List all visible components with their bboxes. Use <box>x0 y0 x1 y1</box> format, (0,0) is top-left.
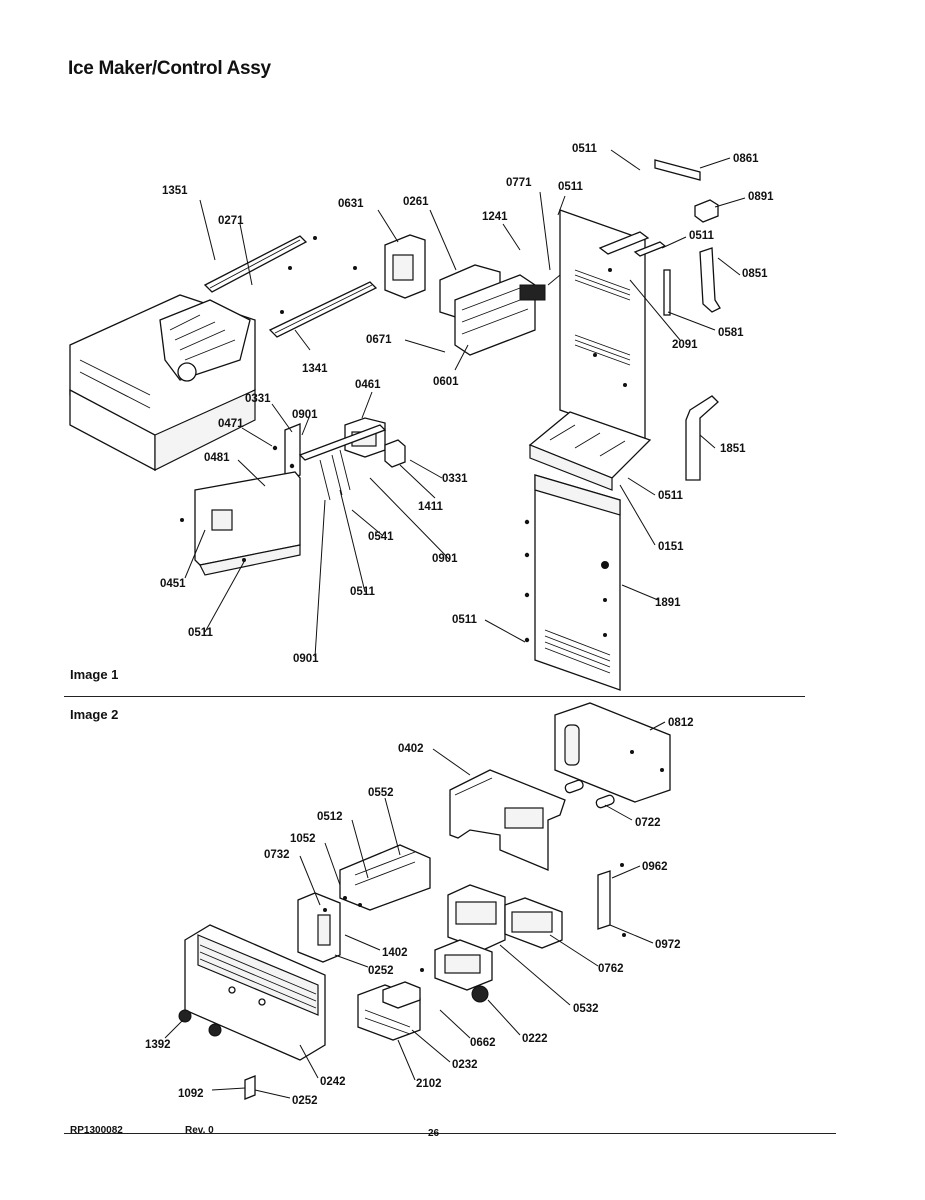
callout-0812: 0812 <box>668 717 694 729</box>
callout-0511: 0511 <box>558 181 584 193</box>
image1-leader-lines <box>184 149 746 658</box>
control-box-drawing <box>344 417 406 468</box>
callout-0331: 0331 <box>245 393 271 405</box>
image1-label: Image 1 <box>70 667 119 682</box>
callout-0151: 0151 <box>658 541 684 553</box>
paddle-drawing <box>357 981 421 1041</box>
callout-0972: 0972 <box>655 939 681 951</box>
callout-0512: 0512 <box>317 811 343 823</box>
callout-1241: 1241 <box>482 211 508 223</box>
callout-0722: 0722 <box>635 817 661 829</box>
callout-0962: 0962 <box>642 861 668 873</box>
callout-0851: 0851 <box>742 268 768 280</box>
mounting-plate-0812-drawing <box>554 702 671 803</box>
image2-label: Image 2 <box>70 707 119 722</box>
callout-1341: 1341 <box>302 363 328 375</box>
rear-control-panel-drawing <box>559 209 667 441</box>
callout-0631: 0631 <box>338 198 364 210</box>
housing-0402-drawing <box>449 769 566 871</box>
section-divider <box>64 696 805 697</box>
callout-0511: 0511 <box>572 143 598 155</box>
callout-0511: 0511 <box>350 586 376 598</box>
front-bezel-0242-drawing <box>184 924 326 1061</box>
callout-0671: 0671 <box>366 334 392 346</box>
callout-0901: 0901 <box>432 553 458 565</box>
lower-housing-drawing <box>180 471 301 576</box>
image2-leader-lines <box>164 721 666 1099</box>
callout-0891: 0891 <box>748 191 774 203</box>
callout-0511: 0511 <box>188 627 214 639</box>
strip-0851-drawing <box>663 247 721 316</box>
image2-callouts: 0812 0402 0552 0722 0512 1052 0732 0962 … <box>145 717 694 1107</box>
callout-0451: 0451 <box>160 578 186 590</box>
callout-0771: 0771 <box>506 177 532 189</box>
clip-1092-drawing <box>244 1075 256 1100</box>
callout-0901: 0901 <box>293 653 319 665</box>
callout-1851: 1851 <box>720 443 746 455</box>
strip-1851-drawing <box>685 395 719 481</box>
callout-0861: 0861 <box>733 153 759 165</box>
footer-doc-number: RP1300082 <box>70 1125 123 1136</box>
callout-0271: 0271 <box>218 215 244 227</box>
callout-0331: 0331 <box>442 473 468 485</box>
callout-0662: 0662 <box>470 1037 496 1049</box>
callout-0552: 0552 <box>368 787 394 799</box>
footer-revision: Rev. 0 <box>185 1125 214 1136</box>
callout-1411: 1411 <box>418 501 444 513</box>
callout-0461: 0461 <box>355 379 381 391</box>
callout-0732: 0732 <box>264 849 290 861</box>
ice-maker-drawing <box>439 264 561 356</box>
rail-drawings <box>203 235 378 338</box>
footer-page-number: 26 <box>428 1128 440 1139</box>
shelf-0151-drawing <box>528 411 652 491</box>
callout-1392: 1392 <box>145 1039 171 1051</box>
bracket-0552-drawing <box>339 844 431 911</box>
callout-0471: 0471 <box>218 418 244 430</box>
bracket-0631-drawing <box>384 234 426 299</box>
callout-1092: 1092 <box>178 1088 204 1100</box>
callout-0261: 0261 <box>403 196 429 208</box>
callout-0402: 0402 <box>398 743 424 755</box>
top-bracket-drawing <box>654 159 719 223</box>
callout-0252: 0252 <box>292 1095 318 1107</box>
callout-0532: 0532 <box>573 1003 599 1015</box>
callout-0901: 0901 <box>292 409 318 421</box>
frame-0532-drawing <box>447 884 563 951</box>
callout-1351: 1351 <box>162 185 188 197</box>
callout-1891: 1891 <box>655 597 681 609</box>
page-title: Ice Maker/Control Assy <box>68 58 271 79</box>
mounting-bracket-drawing <box>265 423 387 501</box>
callout-0511: 0511 <box>452 614 478 626</box>
callout-0762: 0762 <box>598 963 624 975</box>
footer-rule <box>64 1133 836 1134</box>
callout-0252: 0252 <box>368 965 394 977</box>
callout-2102: 2102 <box>416 1078 442 1090</box>
knobs-1392-drawing <box>178 1009 222 1037</box>
callout-1052: 1052 <box>290 833 316 845</box>
callout-2091: 2091 <box>672 339 698 351</box>
callout-0511: 0511 <box>658 490 684 502</box>
callout-0601: 0601 <box>433 376 459 388</box>
callout-0541: 0541 <box>368 531 394 543</box>
actuator-drawing <box>420 939 493 1003</box>
callout-1402: 1402 <box>382 947 408 959</box>
callout-0222: 0222 <box>522 1033 548 1045</box>
front-panel-1891-drawing <box>524 474 621 691</box>
callout-0481: 0481 <box>204 452 230 464</box>
callout-0242: 0242 <box>320 1076 346 1088</box>
callout-0581: 0581 <box>718 327 744 339</box>
ice-bucket-drawing <box>69 294 256 472</box>
callout-0232: 0232 <box>452 1059 478 1071</box>
callout-0511: 0511 <box>689 230 715 242</box>
image1-callouts: 0511 0861 0771 0511 0891 1351 0631 0261 … <box>160 143 774 665</box>
